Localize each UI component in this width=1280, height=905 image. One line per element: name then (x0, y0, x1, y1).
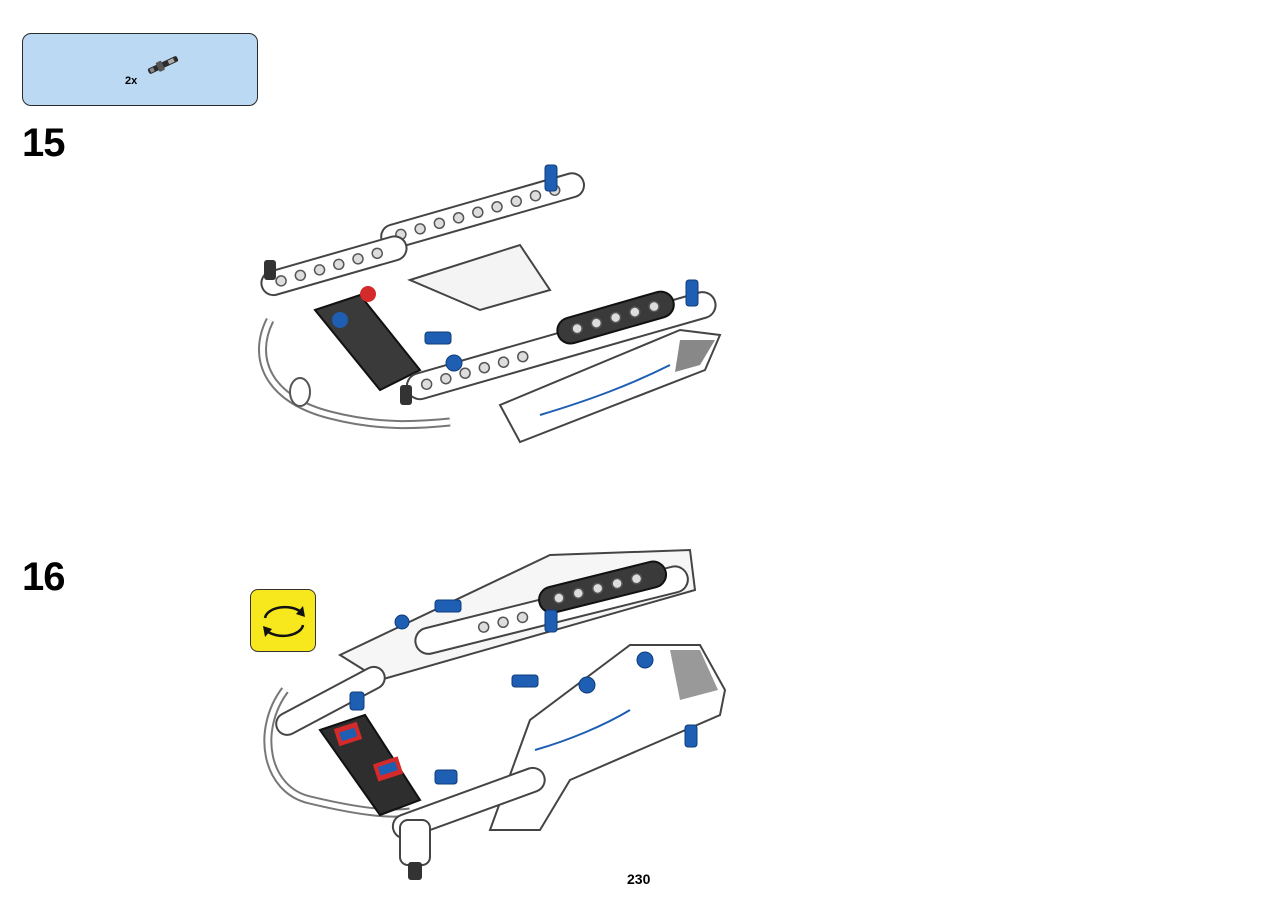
step-number-16: 16 (22, 555, 65, 599)
step-number-15: 15 (22, 121, 65, 165)
parts-callout: 2x (22, 33, 258, 106)
rotate-model-icon (263, 605, 305, 638)
step-16-model-illustration (263, 548, 727, 880)
step-15-model-illustration (258, 164, 722, 444)
part-count: 2x (125, 75, 138, 87)
rotate-model-callout (250, 589, 316, 652)
axle-with-pin-icon (147, 56, 179, 74)
page-number: 230 (627, 871, 651, 887)
